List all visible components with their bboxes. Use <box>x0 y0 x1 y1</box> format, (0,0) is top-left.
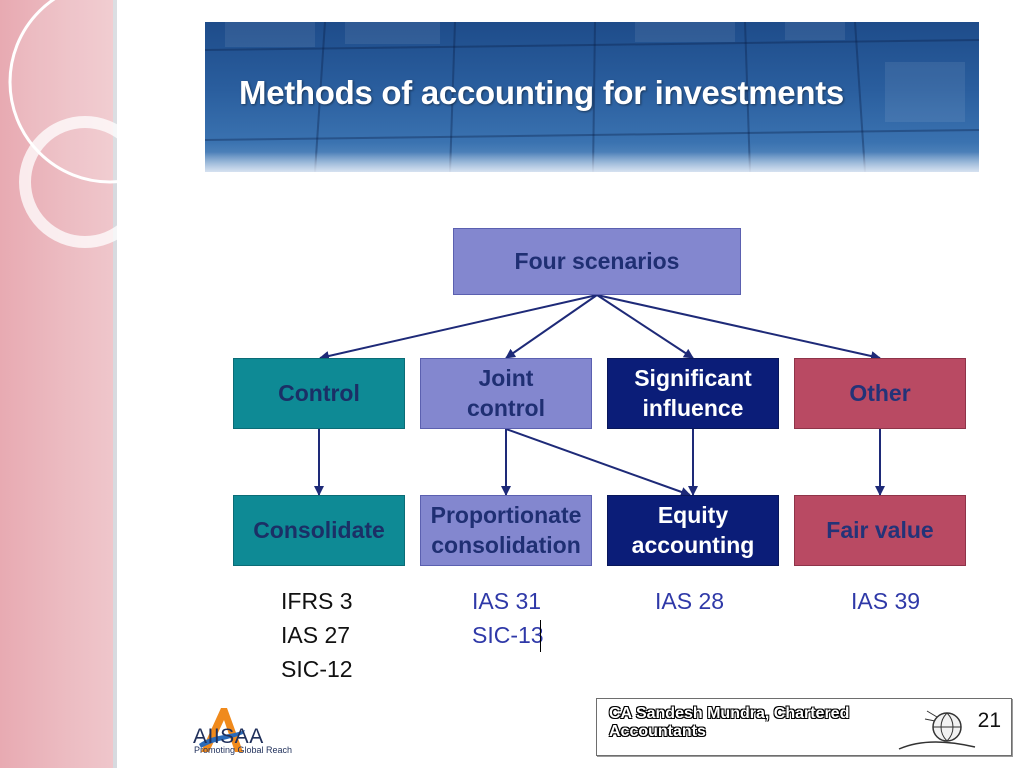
scenario-label-line: Control <box>278 379 360 409</box>
method-box-consolidate: Consolidate <box>233 495 405 566</box>
connector-root-control <box>320 295 597 358</box>
method-label-line: Consolidate <box>253 516 385 546</box>
standard-reference: IAS 31 <box>472 584 544 618</box>
title-banner: Methods of accounting for investments <box>205 22 979 172</box>
method-label-line: accounting <box>632 531 755 561</box>
method-label-line: consolidation <box>431 531 582 561</box>
footer-box: CA Sandesh Mundra, Chartered Accountants… <box>596 698 1012 756</box>
page-number: 21 <box>978 709 1001 733</box>
root-label: Four scenarios <box>515 247 680 277</box>
standards-list-joint-control: IAS 31 SIC-13 <box>472 584 544 652</box>
connector-joint-control-equity <box>506 429 690 495</box>
method-box-fair-value: Fair value <box>794 495 966 566</box>
page-title: Methods of accounting for investments <box>239 74 844 112</box>
globe-illustration-icon <box>897 703 977 753</box>
standard-reference: SIC-13 <box>472 618 544 652</box>
method-label-line: Fair value <box>826 516 933 546</box>
large-ring <box>10 0 200 182</box>
connector-root-significant-influence <box>597 295 693 358</box>
scenario-label-line: Other <box>849 379 910 409</box>
standard-reference: SIC-12 <box>281 652 353 686</box>
root-box-four-scenarios: Four scenarios <box>453 228 741 295</box>
connector-root-joint-control <box>506 295 597 358</box>
scenario-box-significant-influence: Significant influence <box>607 358 779 429</box>
standard-reference: IFRS 3 <box>281 584 353 618</box>
standard-reference: IAS 28 <box>655 584 724 618</box>
standard-reference: IAS 27 <box>281 618 353 652</box>
standards-list-significant-influence: IAS 28 <box>655 584 724 618</box>
connector-root-other <box>597 295 880 358</box>
scenario-label-line: control <box>467 394 545 424</box>
method-box-equity-accounting: Equity accounting <box>607 495 779 566</box>
scenario-box-control: Control <box>233 358 405 429</box>
method-box-proportionate-consolidation: Proportionate consolidation <box>420 495 592 566</box>
scenario-box-other: Other <box>794 358 966 429</box>
standards-list-other: IAS 39 <box>851 584 920 618</box>
decorative-rings <box>0 0 200 260</box>
text-cursor <box>540 620 541 652</box>
scenario-box-joint-control: Joint control <box>420 358 592 429</box>
standards-list-control: IFRS 3 IAS 27 SIC-12 <box>281 584 353 686</box>
banner-fade <box>205 152 979 172</box>
logo-tagline: Promoting Global Reach <box>194 745 292 755</box>
footer-author: CA Sandesh Mundra, Chartered Accountants <box>609 705 909 741</box>
scenario-label-line: Significant <box>634 364 752 394</box>
method-label-line: Equity <box>632 501 755 531</box>
scenario-label-line: Joint <box>467 364 545 394</box>
scenario-label-line: influence <box>634 394 752 424</box>
method-label-line: Proportionate <box>431 501 582 531</box>
standard-reference: IAS 39 <box>851 584 920 618</box>
